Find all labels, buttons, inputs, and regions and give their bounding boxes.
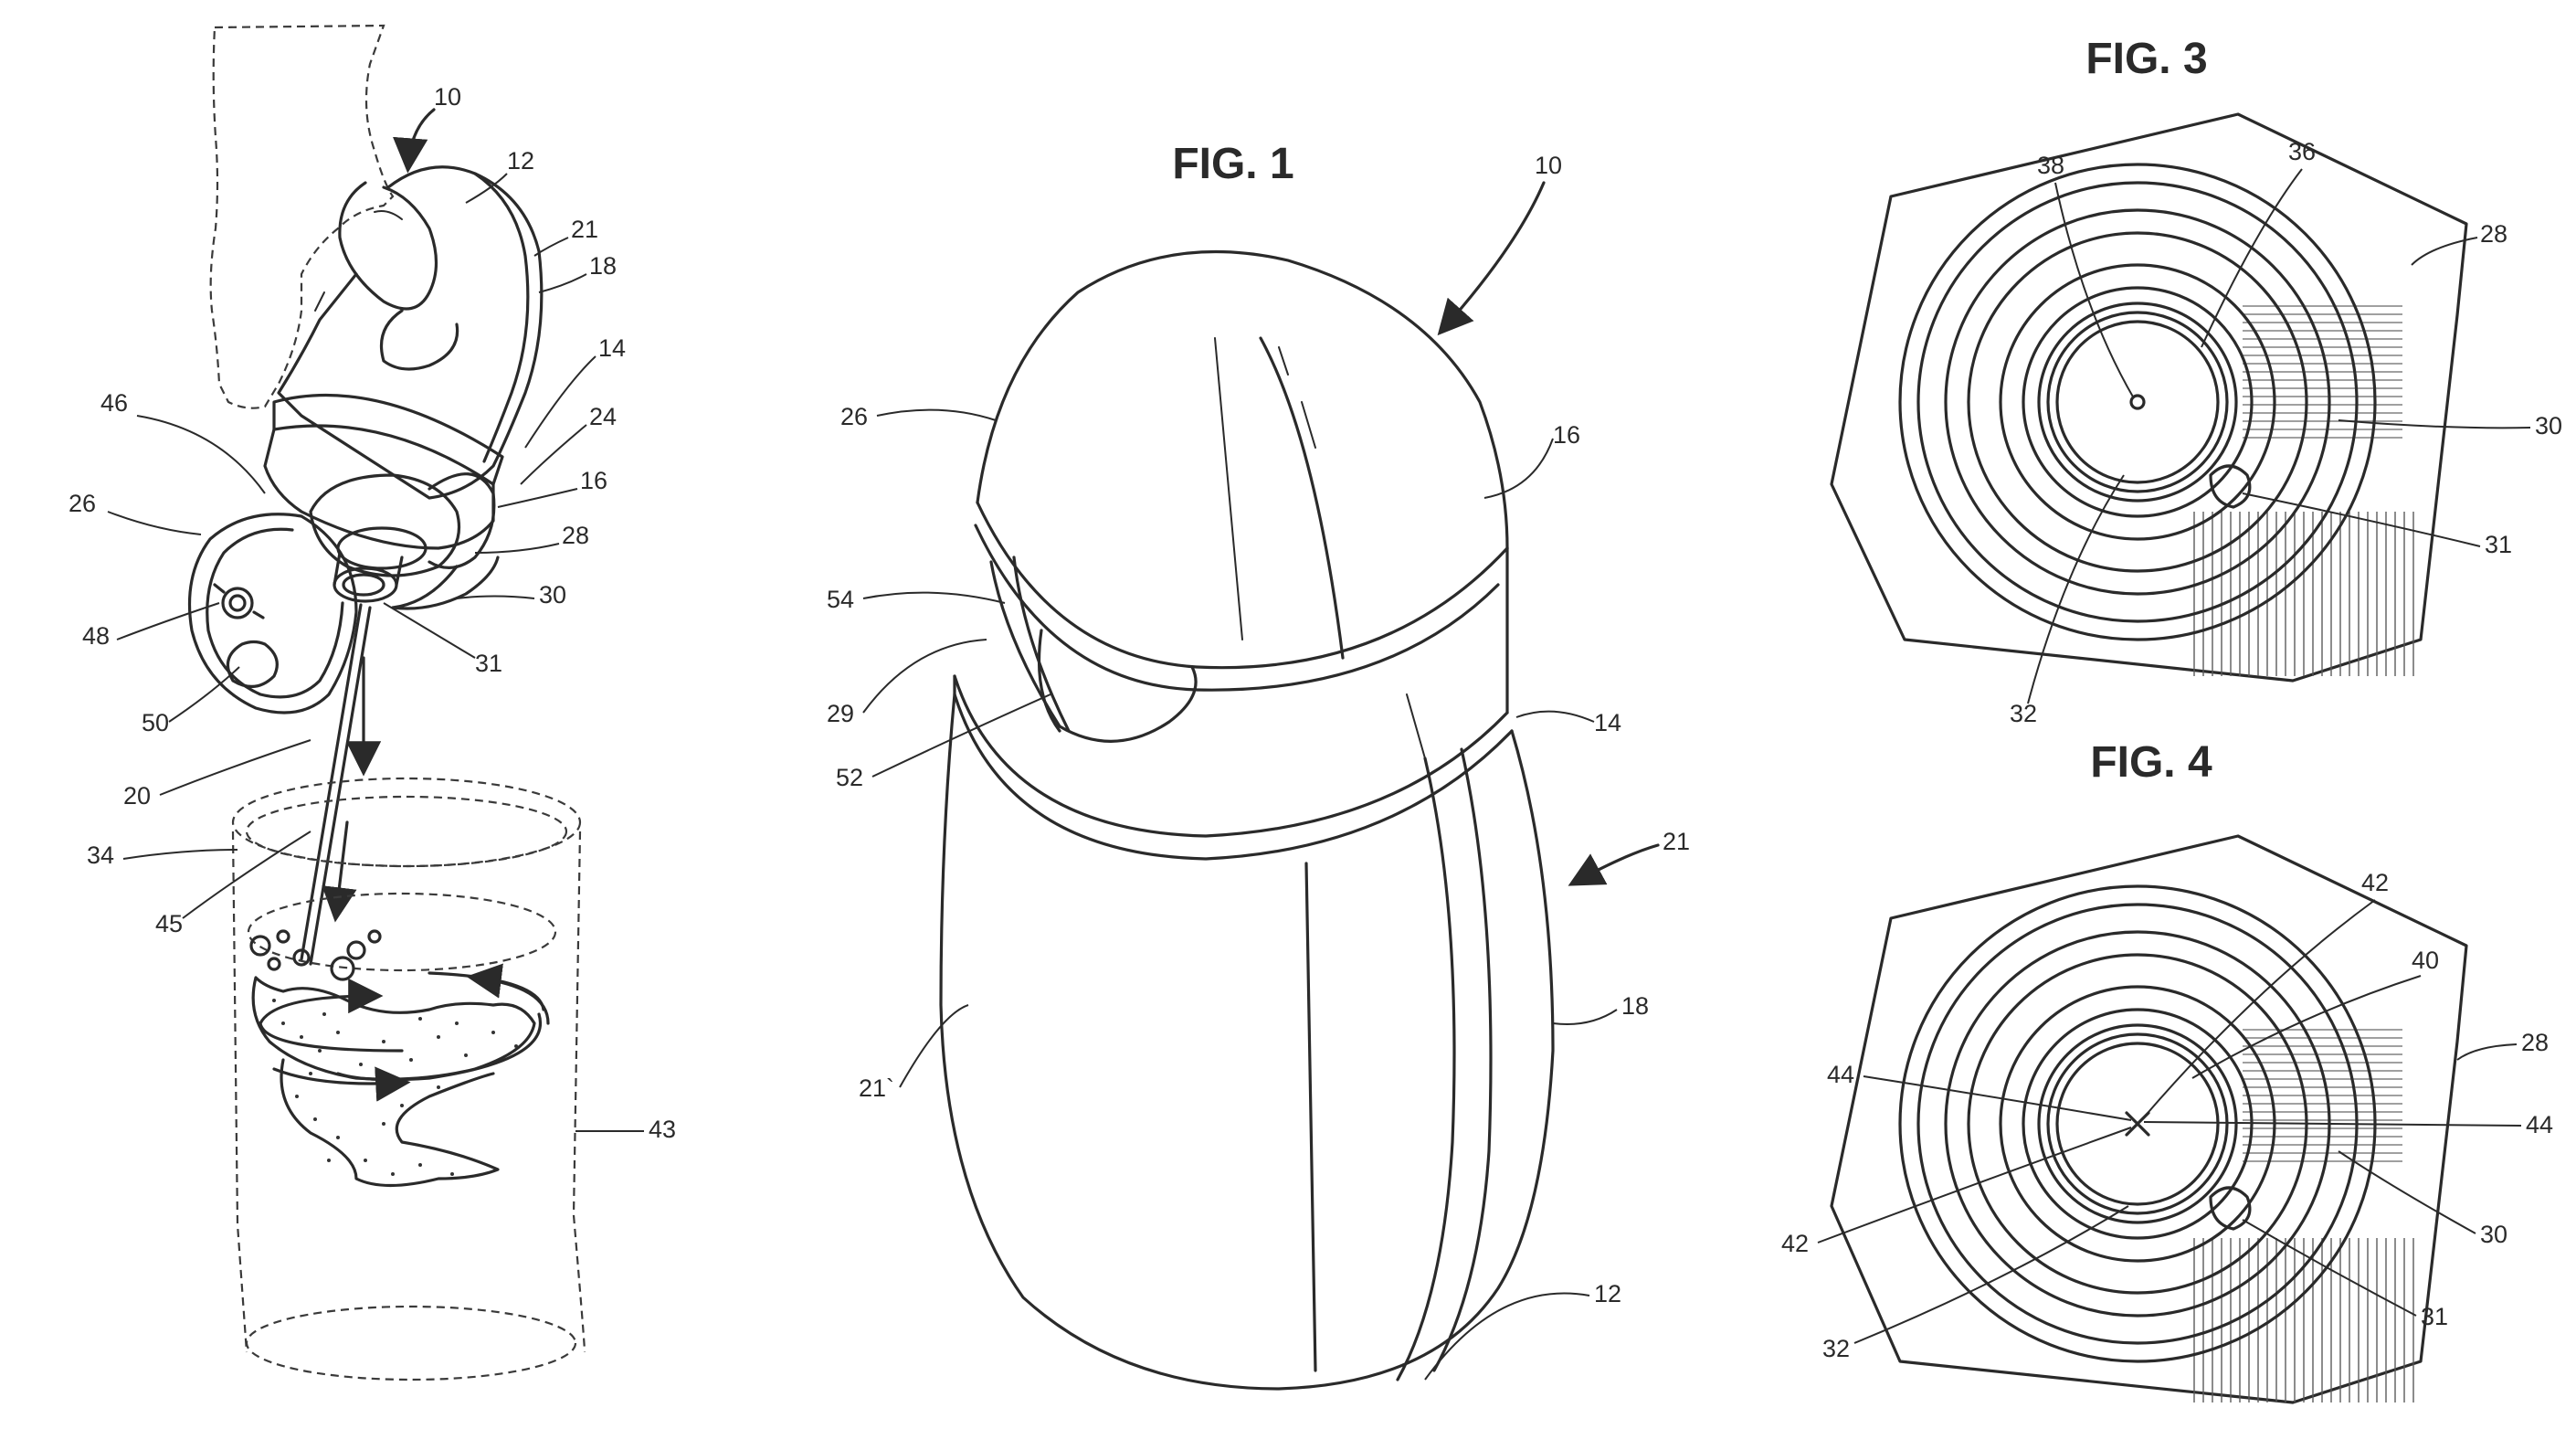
label-fig2-9: 31 <box>475 650 502 677</box>
label-fig3-5: 32 <box>2010 700 2037 727</box>
fig3-title: FIG. 3 <box>2085 35 2207 83</box>
label-fig2-14: 20 <box>123 782 151 810</box>
fig2-pouring-view <box>187 24 586 1381</box>
fig1-labels: 10 26 16 54 29 52 14 21 18 21` 12 <box>827 152 1690 1381</box>
label-fig1-3: 54 <box>827 586 854 613</box>
label-fig4-2: 28 <box>2521 1029 2549 1056</box>
foam-stipple <box>272 999 518 1176</box>
label-fig1-7: 21 <box>1663 828 1690 855</box>
label-fig3-3: 30 <box>2535 412 2562 439</box>
fig3-labels: 38 36 28 30 31 32 <box>2010 138 2562 727</box>
label-fig2-8: 30 <box>539 581 566 609</box>
label-fig4-6: 30 <box>2480 1221 2507 1248</box>
label-fig3-1: 36 <box>2288 138 2316 165</box>
label-fig2-16: 45 <box>155 910 183 937</box>
label-fig1-6: 14 <box>1594 709 1621 736</box>
label-fig3-2: 28 <box>2480 220 2507 248</box>
label-fig2-17: 43 <box>649 1116 676 1143</box>
label-fig4-4: 44 <box>2526 1111 2553 1138</box>
label-fig4-5: 42 <box>1781 1230 1809 1257</box>
label-fig1-2: 16 <box>1553 421 1580 449</box>
label-fig2-0: 10 <box>434 83 461 111</box>
label-fig1-8: 18 <box>1621 992 1649 1020</box>
label-fig2-2: 21 <box>571 216 598 243</box>
label-fig2-3: 18 <box>589 252 617 280</box>
label-fig1-5: 52 <box>836 764 863 791</box>
label-fig2-10: 46 <box>100 389 128 417</box>
label-fig2-4: 14 <box>598 334 626 362</box>
label-fig4-7: 31 <box>2421 1303 2448 1330</box>
label-fig4-8: 32 <box>1822 1335 1850 1362</box>
fig1-title: FIG. 1 <box>1172 140 1293 188</box>
label-fig2-13: 50 <box>142 709 169 736</box>
label-fig2-1: 12 <box>507 147 534 175</box>
label-fig2-6: 16 <box>580 467 607 494</box>
label-fig4-3: 44 <box>1827 1061 1854 1088</box>
label-fig2-11: 26 <box>69 490 96 517</box>
fig4-title: FIG. 4 <box>2090 738 2212 787</box>
label-fig2-7: 28 <box>562 522 589 549</box>
fig2-labels: 10 12 21 18 14 24 16 28 30 31 46 26 48 5… <box>69 83 676 1143</box>
label-fig2-12: 48 <box>82 622 110 650</box>
fig3-end-view: FIG. 3 <box>1830 35 2468 683</box>
label-fig1-9: 21` <box>859 1074 894 1102</box>
label-fig3-0: 38 <box>2037 152 2064 179</box>
label-fig4-1: 40 <box>2412 947 2439 974</box>
label-fig1-10: 12 <box>1594 1280 1621 1307</box>
label-fig2-15: 34 <box>87 841 114 869</box>
fig4-labels: 42 40 28 44 44 42 30 31 32 <box>1781 869 2553 1362</box>
label-fig1-4: 29 <box>827 700 854 727</box>
label-fig1-1: 26 <box>840 403 868 430</box>
fig1-container-view: FIG. 1 <box>939 140 1555 1391</box>
label-fig1-0: 10 <box>1535 152 1562 179</box>
label-fig4-0: 42 <box>2361 869 2389 896</box>
label-fig2-5: 24 <box>589 403 617 430</box>
fig4-end-view: FIG. 4 <box>1830 738 2468 1404</box>
label-fig3-4: 31 <box>2485 531 2512 558</box>
